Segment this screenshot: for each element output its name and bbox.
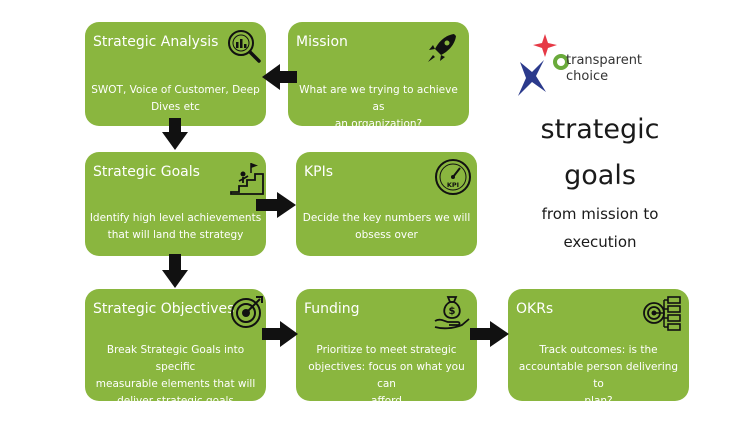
node-desc-line: accountable person delivering to — [518, 361, 679, 390]
money-bag-dollar: $ — [449, 306, 456, 317]
node-desc: Identify high level achievements that wi… — [89, 210, 262, 244]
node-title: Strategic Analysis — [93, 34, 219, 50]
brand-name-line2: choice — [566, 69, 609, 84]
arrow-objectives-to-funding — [262, 321, 298, 347]
node-title: Mission — [296, 34, 348, 50]
brand-name-line1: transparent — [566, 53, 643, 68]
kpi-icon-label: KPI — [447, 181, 459, 189]
node-desc-line: Prioritize to meet strategic — [316, 344, 457, 356]
node-kpis: KPIs KPI Decide the key numbers we will … — [296, 152, 477, 256]
node-okrs: OKRs Track outcomes: is the accountable … — [508, 289, 689, 407]
heading-sub2: execution — [563, 233, 637, 251]
node-strategic-objectives: Strategic Objectives Break Strategic Goa… — [85, 289, 266, 407]
arrow-goals-to-objectives — [162, 254, 188, 288]
brand-logo-mark-icon — [518, 34, 569, 96]
node-title: Strategic Goals — [93, 164, 200, 180]
node-desc: SWOT, Voice of Customer, Deep Dives etc — [89, 82, 262, 116]
node-desc: Break Strategic Goals into specific meas… — [89, 342, 262, 410]
node-desc-line: deliver strategic goals — [117, 395, 234, 407]
node-desc-line: SWOT, Voice of Customer, Deep — [91, 84, 260, 96]
node-title: Strategic Objectives — [93, 301, 235, 317]
heading-line2: goals — [564, 160, 636, 191]
node-desc-line: Dives etc — [151, 101, 200, 113]
node-desc-line: an organization? — [334, 118, 423, 130]
target-checklist-icon — [643, 296, 681, 331]
node-desc-line: Decide the key numbers we will — [302, 212, 471, 224]
goal-stairs-icon — [230, 163, 264, 195]
node-desc-line: Break Strategic Goals into specific — [106, 344, 245, 373]
brand-name: transparent choice — [566, 53, 642, 85]
kpi-gauge-icon: KPI — [435, 159, 471, 195]
node-title: OKRs — [516, 301, 554, 317]
node-funding: Funding $ Prioritize to meet strategic o… — [296, 289, 477, 407]
rocket-icon — [428, 34, 456, 62]
node-title: KPIs — [304, 164, 334, 180]
heading-sub1: from mission to — [541, 205, 659, 223]
node-desc: Prioritize to meet strategic objectives:… — [300, 342, 473, 410]
node-desc-line: measurable elements that will — [95, 378, 256, 390]
node-mission: Mission What are we trying to achieve as… — [288, 22, 469, 130]
node-desc-line: What are we trying to achieve as — [299, 84, 458, 113]
node-desc: Decide the key numbers we will obsess ov… — [300, 210, 473, 244]
heading-line1: strategic — [540, 114, 660, 145]
target-icon — [231, 296, 263, 328]
node-title: Funding — [304, 301, 360, 317]
node-desc: What are we trying to achieve as an orga… — [292, 82, 465, 133]
node-desc-line: afford — [371, 395, 402, 407]
red-star-icon — [533, 34, 557, 57]
node-desc-line: Identify high level achievements — [89, 212, 262, 224]
node-strategic-goals: Strategic Goals Identify high level achi… — [85, 152, 266, 256]
node-strategic-analysis: Strategic Analysis SWOT, Voice of Custom… — [85, 22, 266, 126]
green-ring-icon — [553, 54, 569, 70]
node-desc-line: obsess over — [355, 229, 418, 241]
node-desc-line: objectives: focus on what you can — [308, 361, 465, 390]
magnifier-chart-icon — [228, 30, 261, 63]
node-desc-line: that will land the strategy — [107, 229, 244, 241]
blue-x-icon — [518, 60, 546, 96]
node-desc-line: Track outcomes: is the — [539, 344, 658, 356]
node-desc-line: plan? — [584, 395, 613, 407]
node-desc: Track outcomes: is the accountable perso… — [512, 342, 685, 410]
money-bag-hand-icon: $ — [434, 296, 470, 330]
